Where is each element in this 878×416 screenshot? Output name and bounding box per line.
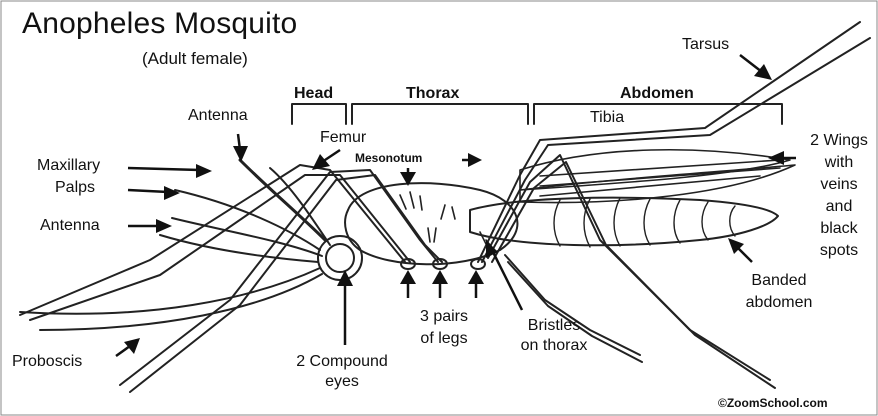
wings-label-line1: 2 Wings	[800, 130, 878, 152]
legs-arrow-2	[432, 270, 448, 298]
antenna-left-label: Antenna	[40, 218, 100, 235]
abdomen-label: Abdomen	[620, 86, 694, 103]
antenna-top-arrow	[233, 134, 248, 162]
compound-eyes-arrow	[337, 270, 353, 345]
head-label: Head	[294, 86, 333, 103]
wings-label: 2 Wings with veins and black spots	[800, 130, 878, 262]
antenna-left-arrow	[128, 219, 172, 233]
wings-label-line2: with	[800, 152, 878, 174]
head	[318, 236, 362, 280]
compound-eyes-label-line1: 2 Compound	[272, 352, 412, 372]
maxillary-palps-label-line1: Maxillary	[37, 158, 100, 175]
bristles-label-line2: on thorax	[500, 336, 608, 356]
mesonotum-right-arrow	[462, 153, 482, 167]
diagram-title: Anopheles Mosquito	[22, 8, 297, 40]
wings-label-line6: spots	[800, 240, 878, 262]
compound-eyes-label: 2 Compound eyes	[272, 352, 412, 392]
bristles-label-line1: Bristles	[500, 316, 608, 336]
diagram-subtitle: (Adult female)	[142, 50, 248, 68]
banded-abdomen-label-line1: Banded	[738, 270, 820, 292]
maxillary-palps-arrow-2	[128, 186, 180, 200]
wings-label-line3: veins	[800, 174, 878, 196]
maxillary-palps-label-line2: Palps	[55, 180, 95, 197]
wings-arrow	[768, 151, 796, 165]
thorax-label: Thorax	[406, 86, 459, 103]
maxillary-palps-arrow-1	[128, 164, 212, 178]
wings-label-line5: black	[800, 218, 878, 240]
legs-arrow-1	[400, 270, 416, 298]
femur-arrow	[312, 150, 340, 170]
tibia-label: Tibia	[590, 110, 624, 127]
bristles-label: Bristles on thorax	[500, 316, 608, 356]
wings-label-line4: and	[800, 196, 878, 218]
femur-label: Femur	[320, 130, 366, 147]
legs-label: 3 pairs of legs	[398, 306, 490, 350]
antenna-top-label: Antenna	[188, 108, 248, 125]
proboscis-arrow	[116, 338, 140, 356]
tarsus-label: Tarsus	[682, 37, 729, 54]
tarsus-arrow	[740, 55, 772, 80]
legs-label-line1: 3 pairs	[398, 306, 490, 328]
legs-arrow-3	[468, 270, 484, 298]
mesonotum-label: Mesonotum	[355, 152, 422, 165]
banded-abdomen-arrow	[728, 238, 752, 262]
legs-label-line2: of legs	[398, 328, 490, 350]
proboscis-line	[20, 268, 322, 330]
compound-eyes-label-line2: eyes	[272, 372, 412, 392]
thorax-bracket	[352, 104, 528, 124]
banded-abdomen-label-line2: abdomen	[738, 292, 820, 314]
head-bracket	[292, 104, 346, 124]
credit-text: ©ZoomSchool.com	[718, 397, 828, 410]
banded-abdomen-label: Banded abdomen	[738, 270, 820, 314]
bristles-arrow	[486, 240, 522, 310]
proboscis-label: Proboscis	[12, 354, 82, 371]
